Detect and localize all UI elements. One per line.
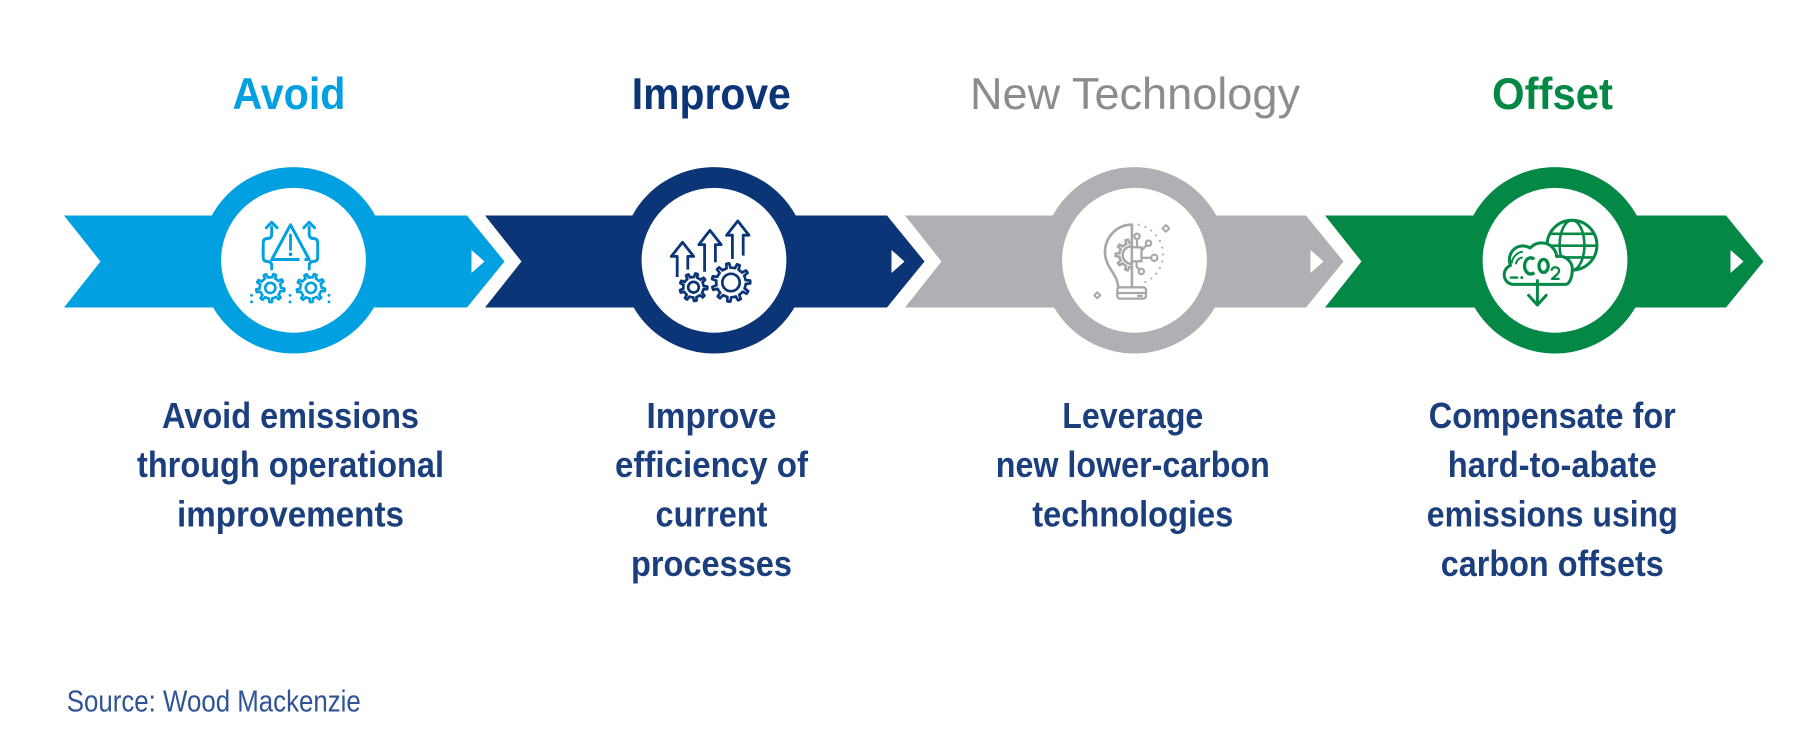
svg-text:New Technology: New Technology (970, 70, 1301, 119)
svg-text:Compensate for: Compensate for (1429, 395, 1676, 436)
svg-text:carbon offsets: carbon offsets (1441, 543, 1664, 584)
svg-text:through operational: through operational (137, 444, 444, 485)
svg-text:improvements: improvements (177, 494, 404, 535)
svg-text:Offset: Offset (1492, 70, 1613, 119)
svg-text:emissions using: emissions using (1427, 494, 1678, 535)
svg-text:Avoid: Avoid (233, 70, 346, 119)
svg-text:Avoid emissions: Avoid emissions (162, 395, 419, 436)
svg-text:efficiency of: efficiency of (615, 444, 809, 485)
svg-text:Improve: Improve (647, 395, 777, 436)
svg-text:technologies: technologies (1032, 494, 1233, 535)
svg-text:Improve: Improve (632, 70, 791, 119)
svg-text:Leverage: Leverage (1062, 395, 1203, 436)
svg-text:new lower-carbon: new lower-carbon (996, 444, 1270, 485)
svg-text:current: current (656, 494, 768, 535)
svg-text:processes: processes (631, 543, 792, 584)
svg-text:hard-to-abate: hard-to-abate (1448, 444, 1657, 485)
svg-text:Source: Wood Mackenzie: Source: Wood Mackenzie (67, 685, 361, 719)
